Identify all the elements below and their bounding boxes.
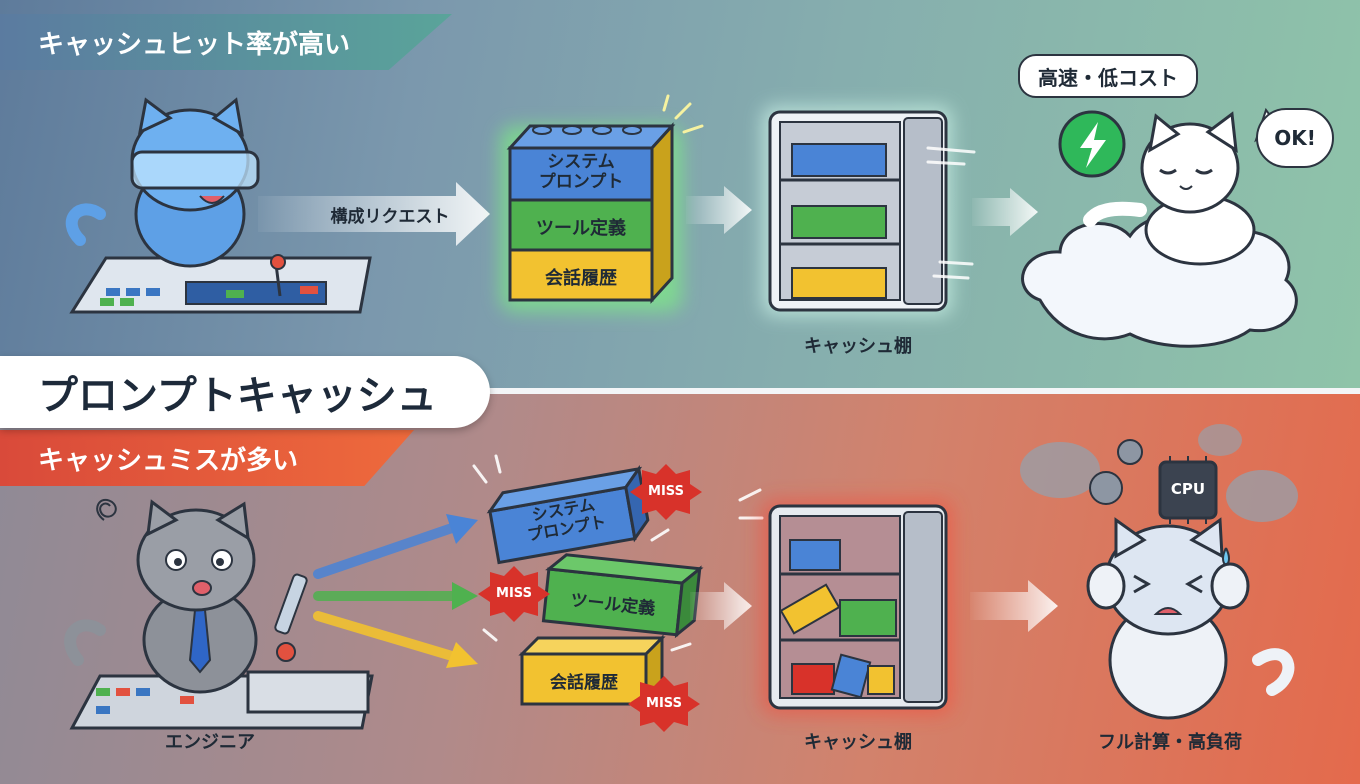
block-label-system: システム プロンプト bbox=[538, 152, 624, 192]
overloaded-cat bbox=[1020, 424, 1298, 720]
request-label: 構成リクエスト bbox=[330, 207, 450, 227]
miss-block-label-history: 会話履歴 bbox=[550, 673, 618, 693]
gear-icon bbox=[1089, 471, 1123, 505]
miss-badge-label-3: MISS bbox=[646, 696, 682, 711]
engineer-label: エンジニア bbox=[165, 732, 255, 753]
cache-miss-heading: キャッシュミスが多い bbox=[0, 430, 414, 486]
gear-icon bbox=[1117, 439, 1143, 465]
cpu-label: CPU bbox=[1170, 480, 1206, 498]
miss-badge-label-1: MISS bbox=[648, 484, 684, 499]
miss-badge-label-2: MISS bbox=[496, 586, 532, 601]
cached-block-stack bbox=[500, 94, 704, 312]
overload-label: フル計算・高負荷 bbox=[1098, 732, 1242, 753]
ok-bubble: OK! bbox=[1256, 108, 1334, 168]
panel-divider bbox=[0, 388, 1360, 394]
miss-badge-3 bbox=[628, 676, 700, 732]
cache-shelf-miss bbox=[762, 500, 952, 714]
request-arrow bbox=[258, 182, 490, 246]
miss-block-to-shelf-arrow bbox=[690, 582, 752, 630]
block-to-shelf-arrow bbox=[686, 186, 752, 234]
scattered-block-system bbox=[486, 464, 650, 565]
page-title: プロンプトキャッシュ bbox=[0, 356, 490, 428]
scattered-block-history bbox=[518, 634, 666, 708]
cache-shelf-label-miss: キャッシュ棚 bbox=[804, 732, 912, 753]
request-arrows-scattered bbox=[313, 514, 478, 668]
relaxed-cat-on-cloud bbox=[1021, 107, 1298, 348]
shelf-to-overload-arrow bbox=[970, 580, 1058, 632]
scattered-block-tools bbox=[541, 553, 704, 639]
block-label-tools: ツール定義 bbox=[536, 218, 626, 239]
engineer-cat-worried bbox=[64, 499, 374, 730]
cache-hit-heading: キャッシュヒット率が高い bbox=[0, 14, 452, 70]
miss-badge-2 bbox=[478, 566, 550, 622]
cache-shelf-label-hit: キャッシュ棚 bbox=[804, 336, 912, 357]
shelf-to-result-arrow bbox=[972, 188, 1038, 236]
speed-cost-bubble: 高速・低コスト bbox=[1018, 54, 1198, 98]
block-label-history: 会話履歴 bbox=[545, 268, 617, 289]
engineer-cat-happy bbox=[65, 97, 372, 314]
miss-badge-1 bbox=[630, 464, 702, 520]
cache-shelf-hit bbox=[762, 106, 976, 316]
impact-lines bbox=[472, 454, 764, 652]
